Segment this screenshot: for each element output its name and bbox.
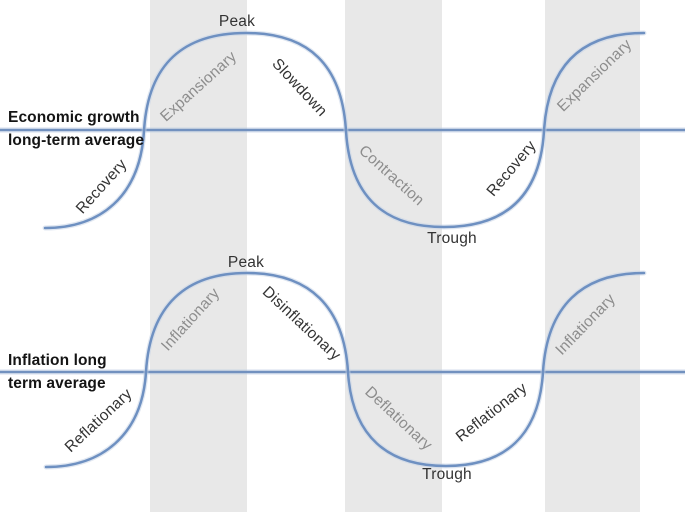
phase-label-trough-top: Trough <box>427 230 477 247</box>
inflation-axis-label: Inflation long term average <box>8 349 158 395</box>
phase-label-peak-top: Peak <box>218 13 256 30</box>
inflation-axis-label-line1: Inflation long <box>8 352 107 369</box>
growth-axis-label: Economic growth long-term average <box>8 106 158 152</box>
inflation-curve <box>44 271 646 469</box>
cycle-band-3 <box>545 0 640 512</box>
growth-curve <box>43 31 646 230</box>
cycle-band-1 <box>150 0 247 512</box>
growth-axis-label-line2: long-term average <box>8 132 145 149</box>
growth-axis-label-line1: Economic growth <box>8 109 140 126</box>
phase-label-peak-bottom: Peak <box>227 254 265 271</box>
phase-label-trough-bottom: Trough <box>422 466 472 483</box>
inflation-axis-label-line2: term average <box>8 375 106 392</box>
